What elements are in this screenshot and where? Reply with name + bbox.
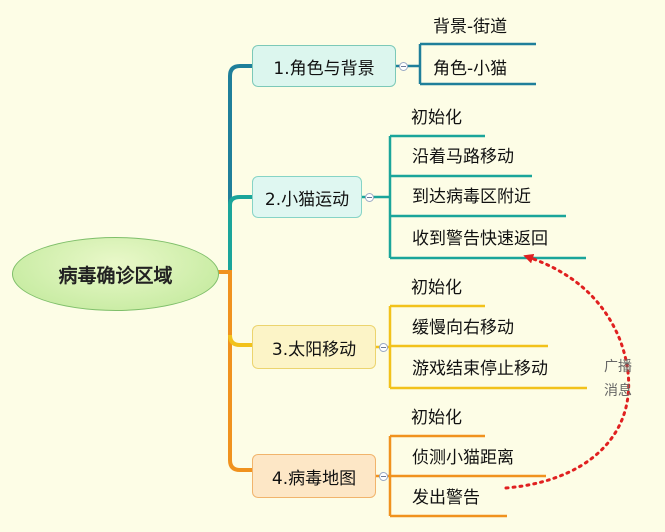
branch1-connectors [396,42,536,86]
collapse-toggle-icon[interactable] [399,62,408,71]
collapse-toggle-icon[interactable] [379,472,388,481]
trunk-connector-lower [217,270,253,472]
branch-node-sun-motion[interactable]: 3.太阳移动 [252,325,376,369]
topic-move-right-slowly[interactable]: 缓慢向右移动 [412,318,514,338]
topic-sun-init[interactable]: 初始化 [411,278,462,298]
collapse-toggle-icon[interactable] [365,193,374,202]
topic-role-cat[interactable]: 角色-小猫 [433,59,508,79]
trunk-connector-sun [228,334,253,347]
topic-reach-virus-zone[interactable]: 到达病毒区附近 [412,187,531,207]
branch-node-role-background[interactable]: 1.角色与背景 [252,45,396,87]
topic-stop-at-game-end[interactable]: 游戏结束停止移动 [412,359,548,379]
trunk-connector-mid [228,195,253,272]
topic-return-on-warning[interactable]: 收到警告快速返回 [412,229,548,249]
trunk-connector-upper [217,64,253,274]
branch-node-cat-motion[interactable]: 2.小猫运动 [252,176,362,218]
branch-node-virus-map[interactable]: 4.病毒地图 [252,454,376,498]
topic-detect-cat-distance[interactable]: 侦测小猫距离 [412,448,514,468]
topic-move-along-road[interactable]: 沿着马路移动 [412,147,514,167]
branch2-connectors [362,134,586,260]
broadcast-label-line2: 消息 [604,383,632,399]
broadcast-label-line1: 广播 [604,359,632,375]
root-node[interactable]: 病毒确诊区域 [12,237,219,311]
topic-send-warning[interactable]: 发出警告 [412,488,480,508]
topic-cat-init[interactable]: 初始化 [411,108,462,128]
broadcast-arrow [504,253,631,490]
topic-map-init[interactable]: 初始化 [411,408,462,428]
topic-background-street[interactable]: 背景-街道 [433,17,508,37]
collapse-toggle-icon[interactable] [379,343,388,352]
